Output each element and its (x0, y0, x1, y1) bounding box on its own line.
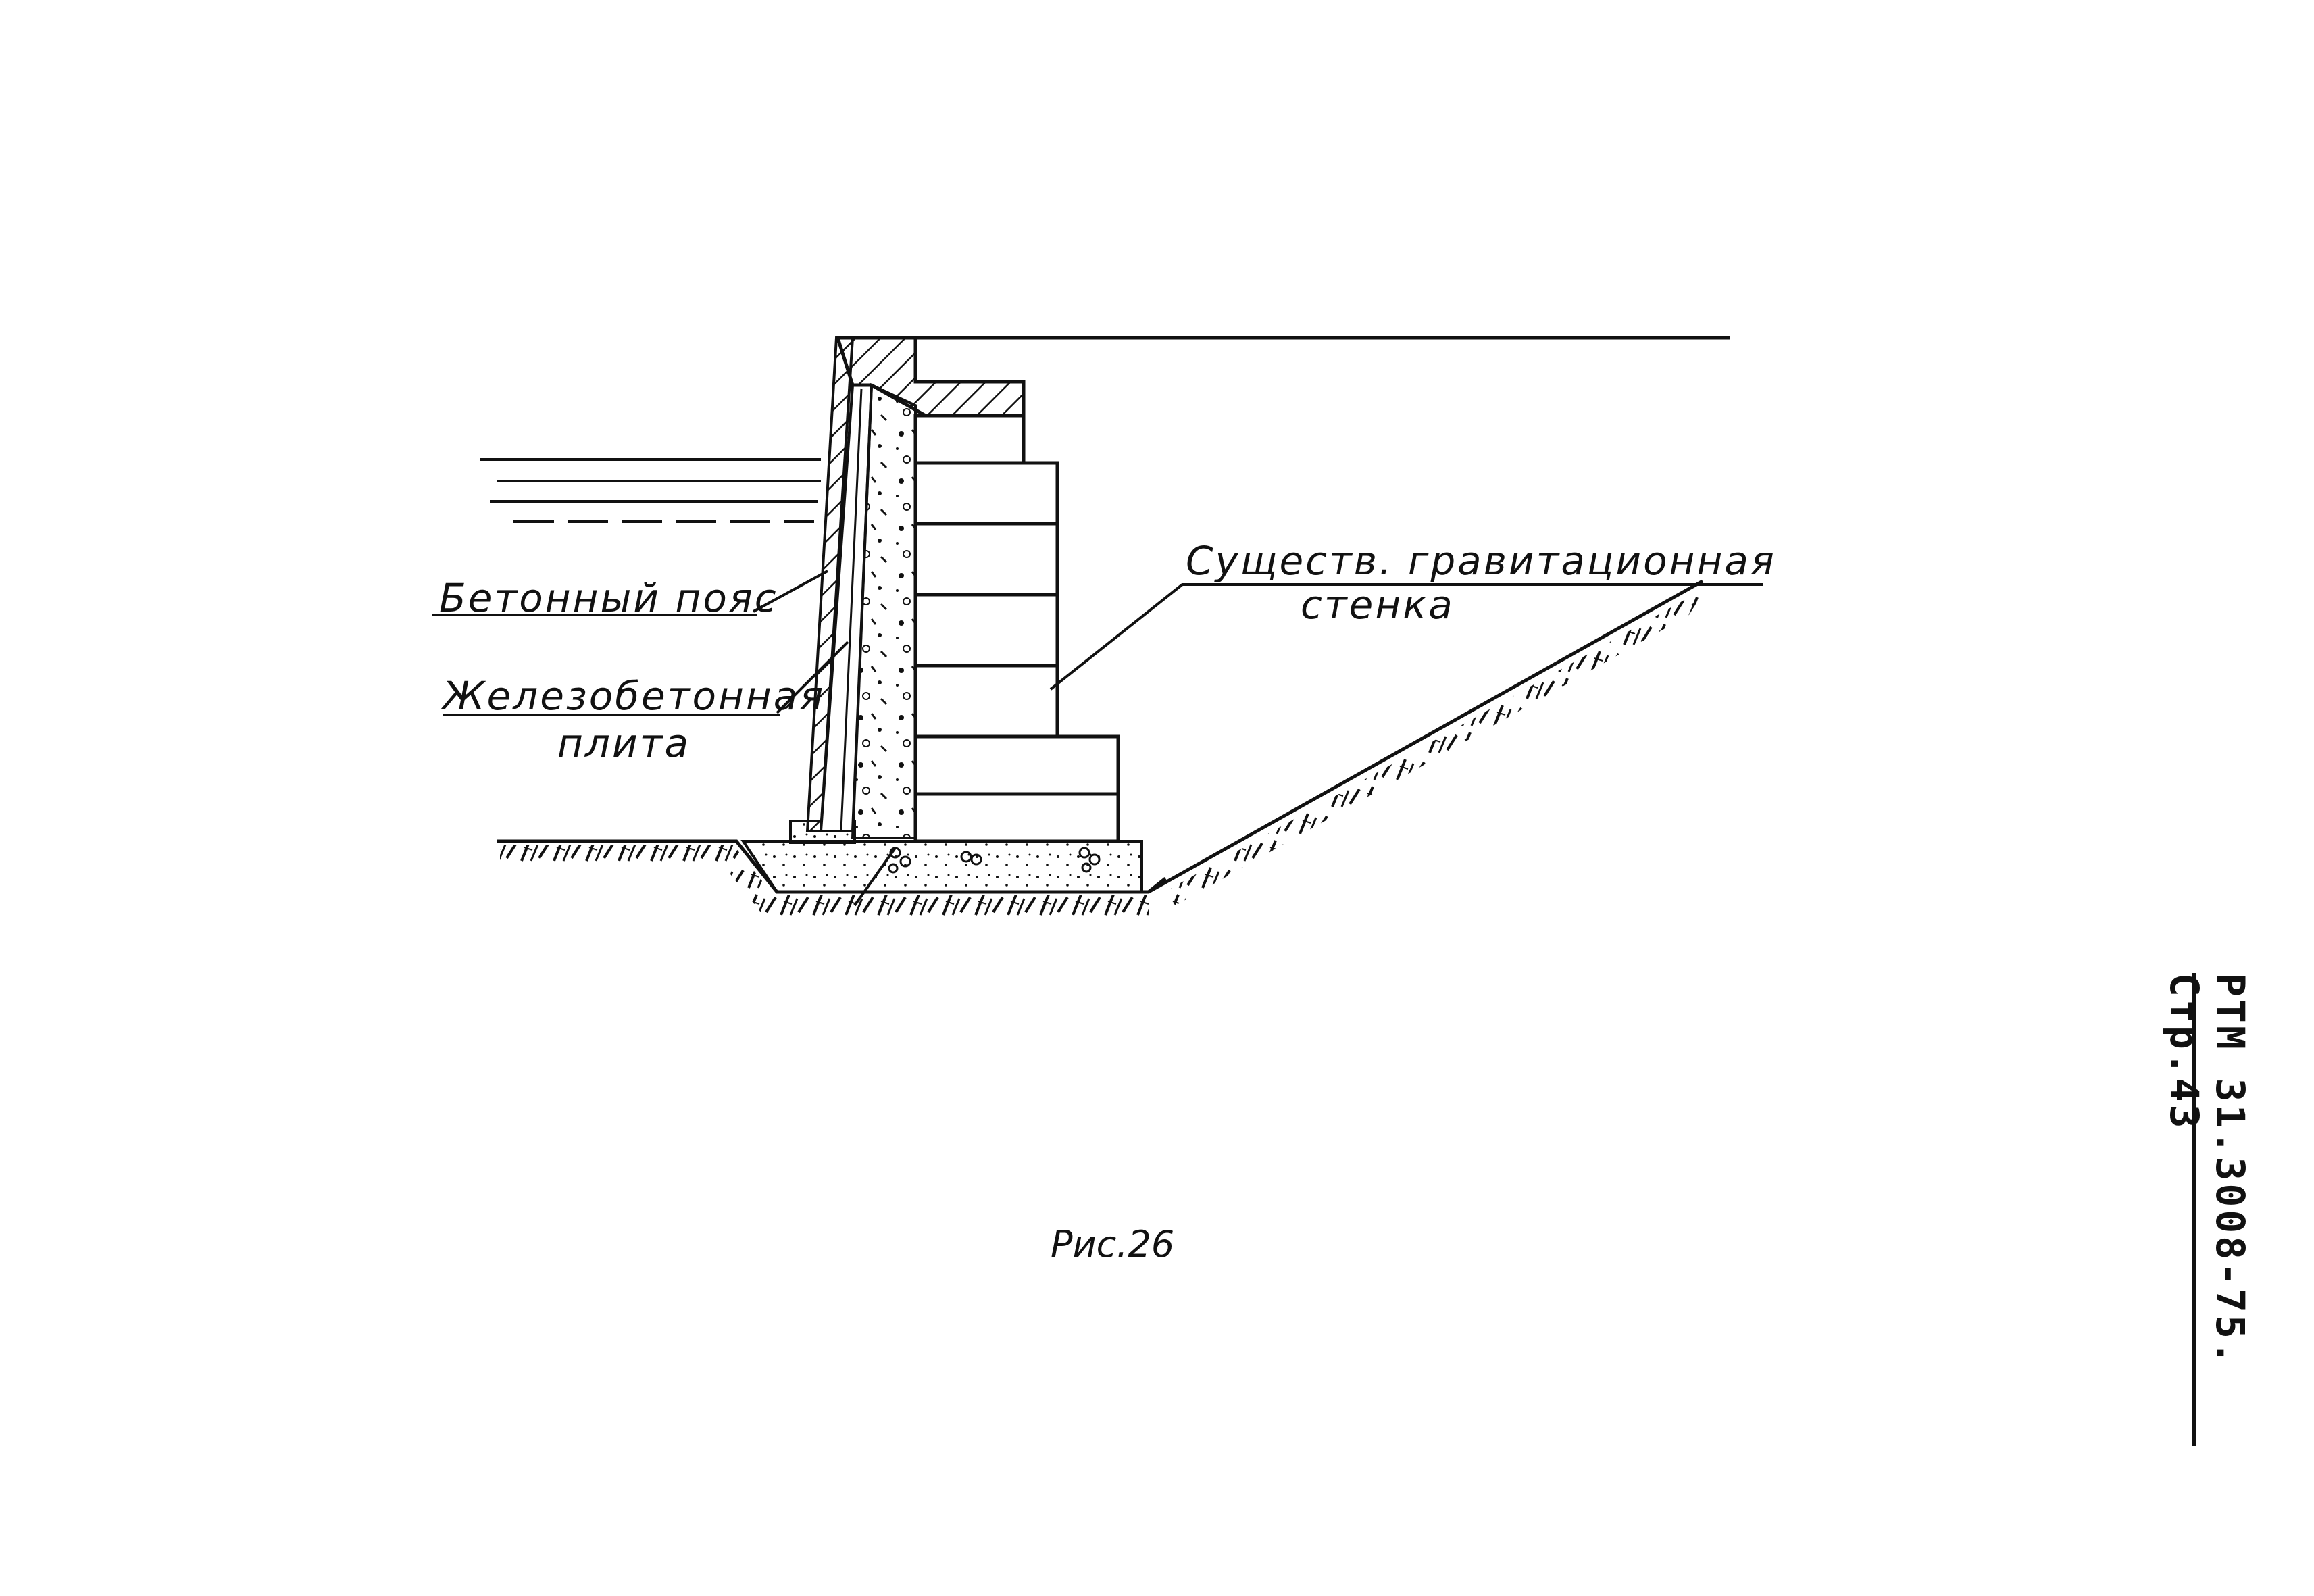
ground-left-hatch (500, 845, 1149, 916)
document-code: РТМ 31.3008-75. Стр.43 (2161, 973, 2253, 1446)
gravity-wall (913, 414, 1120, 843)
label-rc-slab-line1: Железобетонная (441, 673, 825, 719)
label-concrete-belt: Бетонный пояс (439, 575, 778, 621)
rc-slab-inner-line (840, 388, 863, 830)
figure-caption: Рис.26 (1051, 1223, 1174, 1266)
slope-hatch (1162, 588, 1706, 905)
label-rc-slab-line2: плита (557, 720, 690, 766)
label-existing-wall-line1: Существ. гравитационная (1186, 538, 1776, 584)
gravel-marks (888, 847, 1101, 874)
water-surface (480, 458, 821, 523)
slope-line (1147, 579, 1704, 894)
label-existing-wall-line2: стенка (1301, 582, 1455, 628)
leader-lines (753, 570, 1763, 907)
